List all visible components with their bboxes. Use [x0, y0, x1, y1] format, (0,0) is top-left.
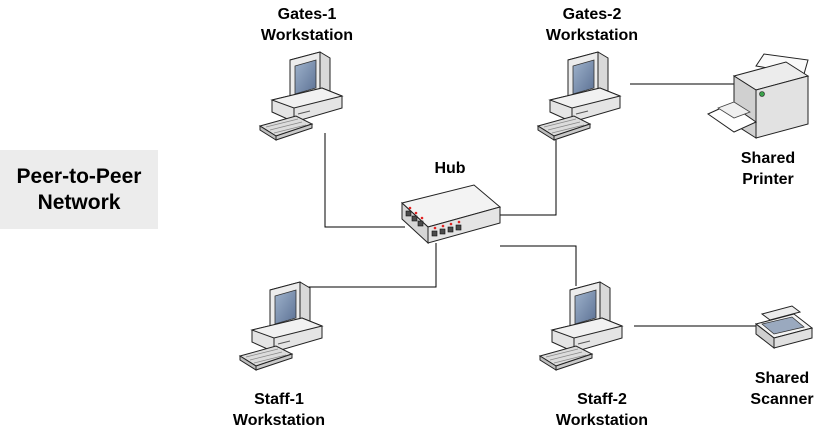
- printer-icon: [706, 53, 810, 139]
- title-line-1: Peer-to-Peer: [16, 164, 142, 188]
- link-staff1-hub: [296, 243, 437, 288]
- label-staff2: Staff-2 Workstation: [555, 391, 649, 429]
- label-scanner: Shared Scanner: [750, 370, 814, 408]
- connection-lines: [296, 83, 770, 327]
- label-gates1: Gates-1 Workstation: [260, 6, 354, 44]
- scanner-icon: [754, 305, 814, 350]
- staff2-computer-icon: [539, 281, 623, 371]
- label-staff1: Staff-1 Workstation: [232, 391, 326, 429]
- link-staff2-hub: [500, 245, 577, 286]
- label-printer: Shared Printer: [740, 150, 796, 188]
- diagram-title: Peer-to-Peer Network: [0, 150, 158, 229]
- staff1-computer-icon: [239, 281, 323, 371]
- label-gates2: Gates-2 Workstation: [545, 6, 639, 44]
- gates1-computer-icon: [259, 51, 343, 141]
- label-hub: Hub: [434, 160, 466, 177]
- link-gates2-hub: [480, 140, 557, 216]
- title-line-2: Network: [37, 190, 121, 214]
- hub-icon: [400, 184, 502, 245]
- gates2-computer-icon: [537, 51, 621, 141]
- link-gates1-hub: [324, 133, 405, 228]
